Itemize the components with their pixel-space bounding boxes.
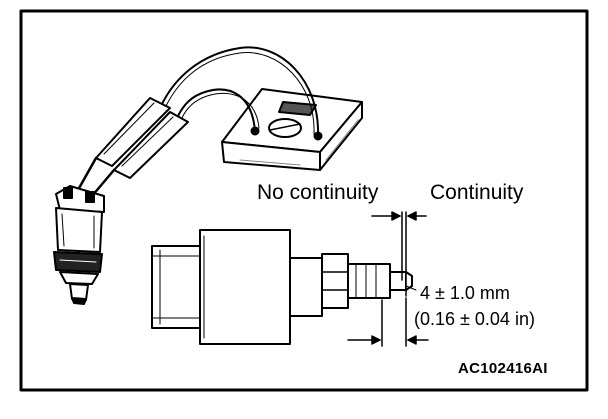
test-probe	[90, 111, 189, 198]
label-continuity: Continuity	[430, 181, 524, 204]
figure-frame	[19, 9, 589, 392]
dimension-lines	[347, 211, 429, 347]
test-leads	[161, 46, 320, 137]
label-dimension-metric: 4 ± 1.0 mm	[420, 283, 510, 303]
test-probe	[76, 97, 171, 192]
circuit-tester	[221, 88, 363, 171]
label-no-continuity: No continuity	[257, 181, 379, 204]
stoplight-switch-side-view	[53, 185, 105, 305]
figure-id: AC102416AI	[458, 360, 548, 377]
label-dimension-imperial: (0.16 ± 0.04 in)	[414, 309, 535, 329]
stoplight-switch-dimension-view	[151, 229, 413, 345]
